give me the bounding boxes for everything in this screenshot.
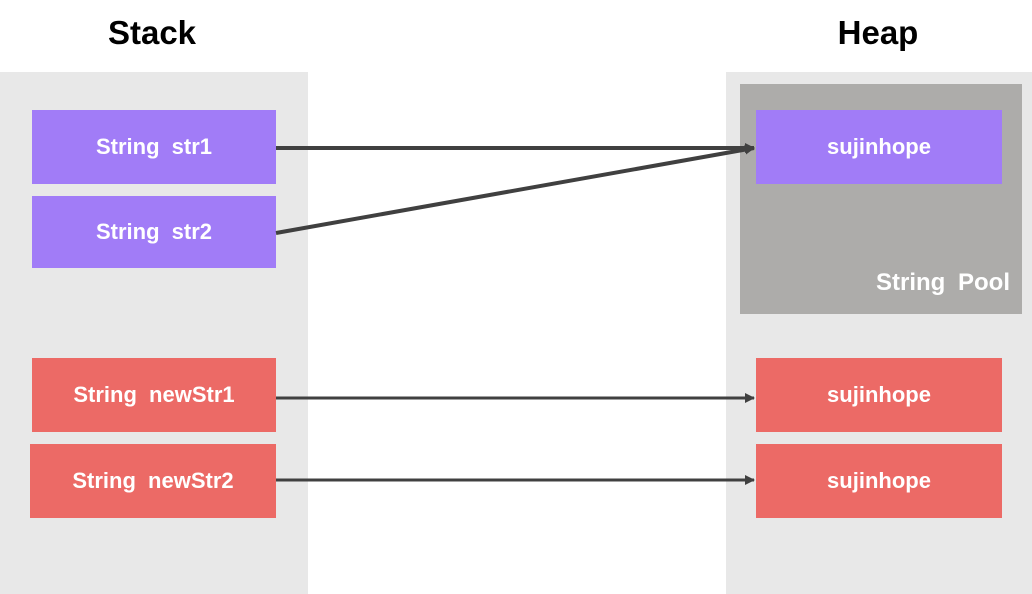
stack-var-newstr2: String newStr2 xyxy=(30,444,276,518)
stack-var-newstr1: String newStr1 xyxy=(32,358,276,432)
heap-title: Heap xyxy=(837,14,919,51)
heap-object-pooled: sujinhope xyxy=(756,110,1002,184)
stack-title: Stack xyxy=(107,14,197,51)
stack-var-str2: String str2 xyxy=(32,196,276,268)
stack-var-str1: String str1 xyxy=(32,110,276,184)
heap-object-new-2: sujinhope xyxy=(756,444,1002,518)
arrow-str2 xyxy=(275,144,755,235)
string-pool-label: String Pool xyxy=(876,269,1010,296)
heap-object-new-1: sujinhope xyxy=(756,358,1002,432)
